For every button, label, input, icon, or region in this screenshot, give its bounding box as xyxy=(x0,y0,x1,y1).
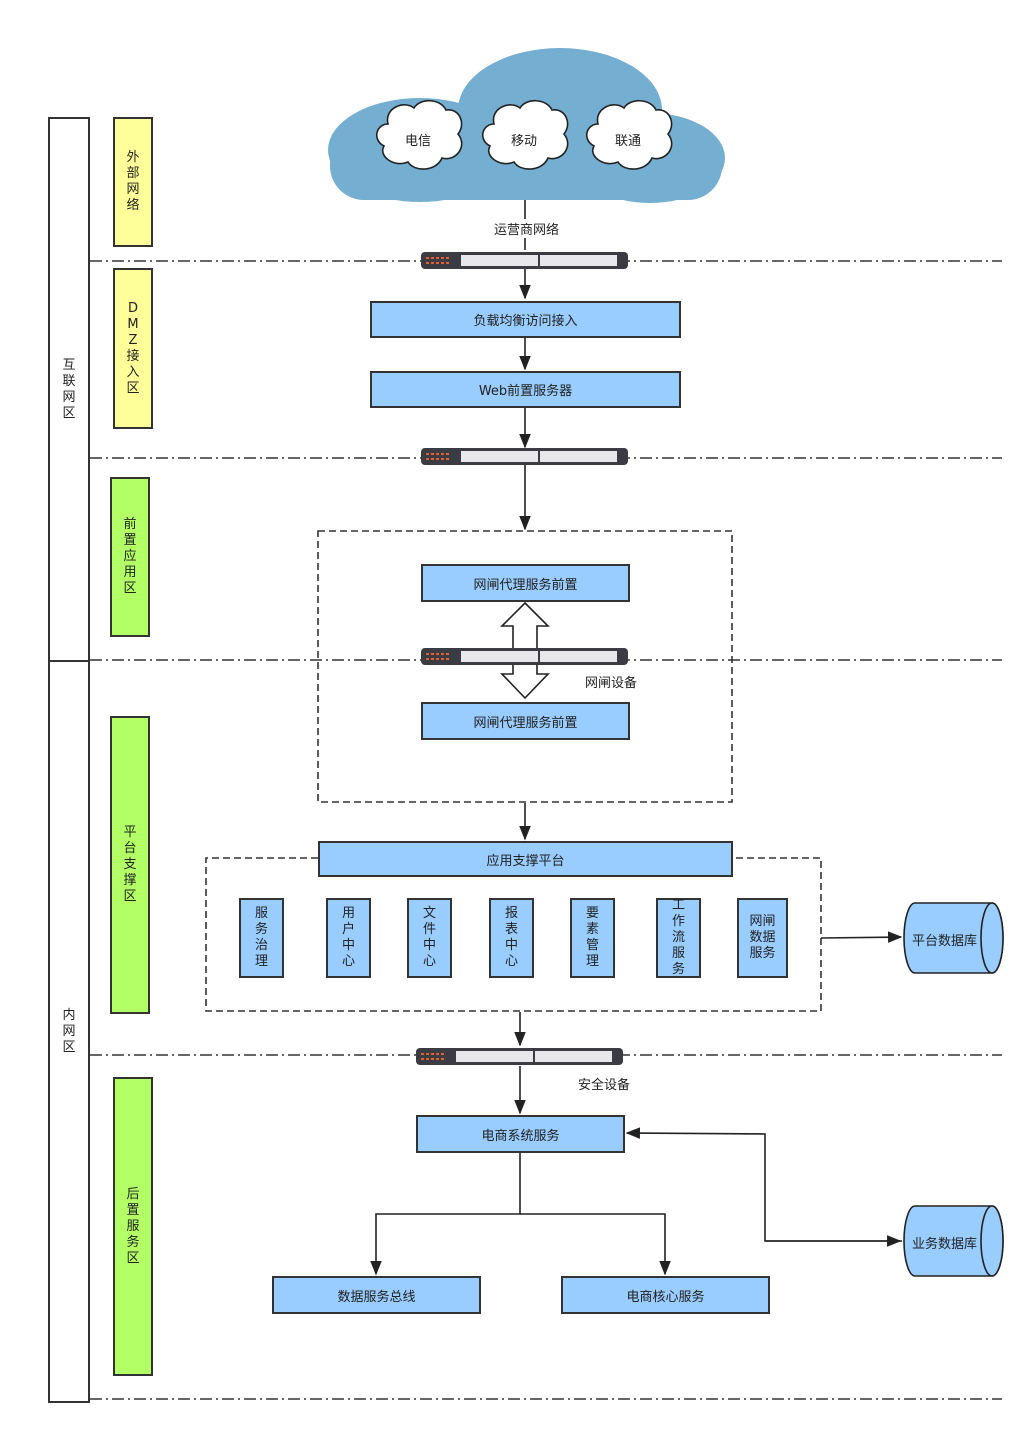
zone-dmz: DMZ接入区 xyxy=(113,268,153,429)
service-label: 报表中心 xyxy=(504,906,518,969)
platform-database-label: 平台数据库 xyxy=(912,934,978,949)
zone-intranet-label: 内网区 xyxy=(62,1007,76,1055)
app-support-platform-box: 应用支撑平台 xyxy=(318,841,733,877)
service-box-gateway-data: 网闸数据服务 xyxy=(737,898,788,978)
gateway-proxy-front-2: 网闸代理服务前置 xyxy=(421,702,630,740)
isp-cloud-icon xyxy=(376,99,673,170)
zone-platform: 平台支撑区 xyxy=(110,716,150,1014)
service-label: 服务治理 xyxy=(254,906,268,969)
flow-arrows xyxy=(370,200,903,1276)
service-box-governance: 服务治理 xyxy=(239,898,284,978)
zone-internet-label: 互联网区 xyxy=(62,357,76,421)
service-box-user: 用户中心 xyxy=(326,898,371,978)
zone-external-label: 外部网络 xyxy=(126,150,140,213)
zone-internet: 互联网区 xyxy=(48,117,90,662)
zone-backend: 后置服务区 xyxy=(113,1077,153,1376)
network-device-icon xyxy=(416,252,628,1065)
zone-platform-label: 平台支撑区 xyxy=(123,825,137,904)
service-box-workflow: 工作流服务 xyxy=(656,898,701,978)
zone-dmz-label: DMZ接入区 xyxy=(126,300,140,396)
zone-front: 前置应用区 xyxy=(110,477,150,637)
zone-front-label: 前置应用区 xyxy=(123,517,137,596)
ecommerce-core-box: 电商核心服务 xyxy=(561,1276,770,1314)
service-label: 文件中心 xyxy=(422,906,436,969)
ecommerce-system-box: 电商系统服务 xyxy=(416,1115,625,1153)
platform-group-frame xyxy=(205,857,822,1012)
isp-unicom: 联通 xyxy=(615,134,642,149)
service-label: 用户中心 xyxy=(341,906,355,969)
security-device-label: 安全设备 xyxy=(578,1078,631,1093)
zone-external: 外部网络 xyxy=(113,117,153,247)
data-service-bus-box: 数据服务总线 xyxy=(272,1276,481,1314)
load-balancer-box: 负载均衡访问接入 xyxy=(370,301,681,338)
service-label: 工作流服务 xyxy=(671,898,685,977)
zone-backend-label: 后置服务区 xyxy=(126,1186,140,1266)
service-box-element: 要素管理 xyxy=(570,898,615,978)
service-label: 网闸数据服务 xyxy=(749,914,776,961)
isp-mobile: 移动 xyxy=(511,134,538,149)
zone-intranet: 内网区 xyxy=(48,660,90,1403)
gateway-device-label: 网闸设备 xyxy=(585,676,638,691)
service-label: 要素管理 xyxy=(585,906,599,969)
service-box-file: 文件中心 xyxy=(407,898,452,978)
gateway-proxy-front-1: 网闸代理服务前置 xyxy=(421,564,630,602)
gateway-group-frame xyxy=(317,530,733,803)
business-database-label: 业务数据库 xyxy=(912,1237,978,1252)
isp-telecom: 电信 xyxy=(405,134,432,149)
carrier-network-label: 运营商网络 xyxy=(494,219,560,238)
service-box-report: 报表中心 xyxy=(489,898,534,978)
web-front-server-box: Web前置服务器 xyxy=(370,371,681,408)
database-icon xyxy=(903,902,1004,1277)
zone-separators xyxy=(90,260,1002,1400)
